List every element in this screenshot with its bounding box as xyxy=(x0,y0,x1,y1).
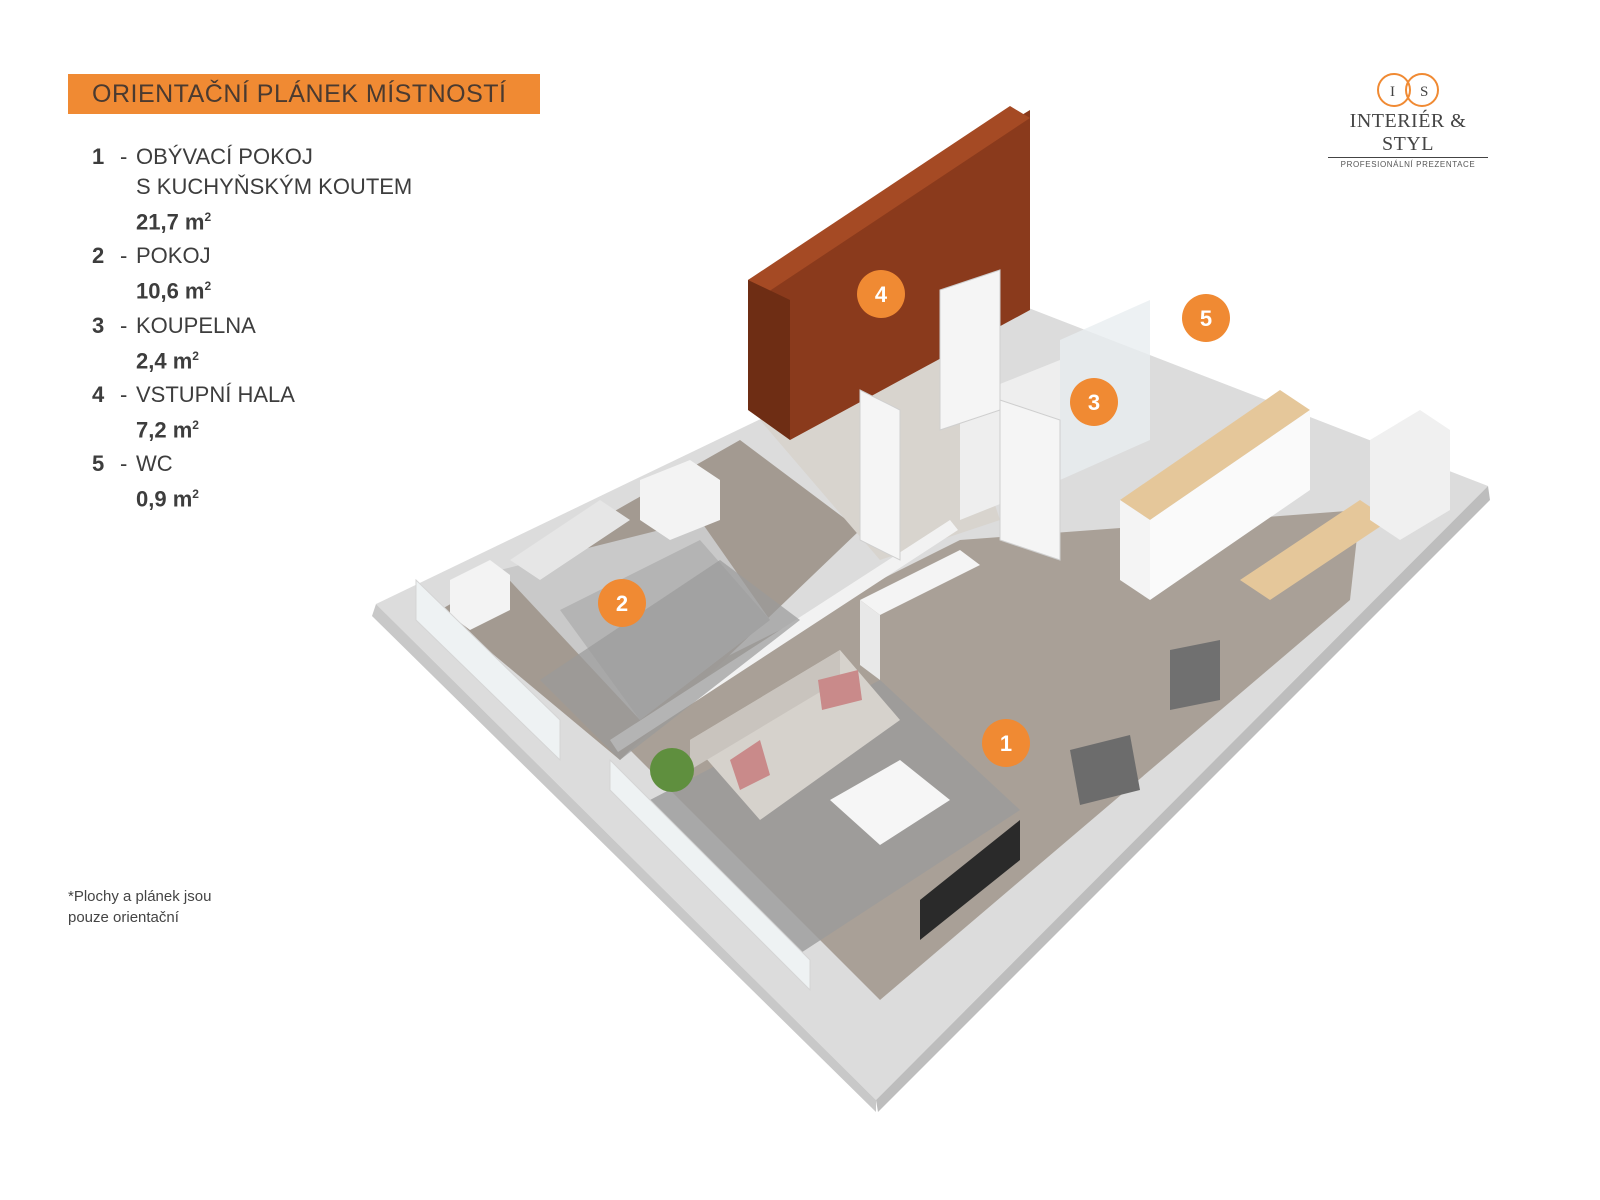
desk-leg xyxy=(860,600,880,680)
tv xyxy=(920,820,1020,940)
legend-number: 5 xyxy=(92,451,105,477)
plant xyxy=(650,748,694,792)
window-bottom xyxy=(609,758,811,992)
logo-name: INTERIÉR & STYL xyxy=(1328,110,1488,158)
cushion-pink-2 xyxy=(818,670,862,710)
dining-chair-2 xyxy=(1070,735,1140,805)
legend-room-name: POKOJ xyxy=(136,243,211,269)
legend-item-5: 5-WC 0,9 m2 xyxy=(92,449,452,514)
window-left xyxy=(415,578,561,762)
plan-outer-wall-side xyxy=(372,604,876,1112)
legend-room-area: 0,9 m2 xyxy=(136,486,199,512)
door-hall xyxy=(859,389,901,561)
wardrobe-side xyxy=(748,280,790,440)
rug-bedroom xyxy=(540,560,800,760)
legend-item-1: 1-OBÝVACÍ POKOJ S KUCHYŇSKÝM KOUTEM 21,7… xyxy=(92,142,452,237)
legend-room-area: 7,2 m2 xyxy=(136,417,199,443)
coffee-table xyxy=(830,760,950,845)
badge-4-text: 4 xyxy=(875,282,888,307)
cushion-pink xyxy=(730,740,770,790)
brand-logo: I S INTERIÉR & STYL PROFESIONÁLNÍ PREZEN… xyxy=(1318,70,1498,169)
logo-letter-i: I xyxy=(1390,84,1395,100)
badge-1: 1 xyxy=(982,719,1030,767)
legend-number: 4 xyxy=(92,381,105,407)
legend-room-name: VSTUPNÍ HALA xyxy=(136,381,295,407)
logo-rings-icon: I S xyxy=(1377,73,1439,107)
legend-number: 3 xyxy=(92,312,105,338)
wardrobe-top xyxy=(748,106,1030,292)
door-bath xyxy=(999,399,1061,561)
legend-item-3: 3-KOUPELNA 2,4 m2 xyxy=(92,311,452,376)
kitchen-cabinets-front xyxy=(1150,410,1310,600)
legend-room-area: 2,4 m2 xyxy=(136,347,199,373)
legend-room-area: 21,7 m2 xyxy=(136,209,212,235)
badge-3: 3 xyxy=(1070,378,1118,426)
badge-5: 5 xyxy=(1182,294,1230,342)
door-wc xyxy=(939,269,1001,431)
logo-monogram: I S xyxy=(1318,70,1498,110)
legend-number: 2 xyxy=(92,243,105,269)
bed-pillows xyxy=(510,500,630,580)
kitchen-cabinets xyxy=(1120,500,1150,600)
kitchen-counter xyxy=(1120,390,1310,520)
legend-item-4: 4-VSTUPNÍ HALA 7,2 m2 xyxy=(92,380,452,445)
legend-number: 1 xyxy=(92,144,105,169)
sofa-back xyxy=(690,650,840,770)
legend-room-area: 10,6 m2 xyxy=(136,278,212,304)
logo-letter-s: S xyxy=(1420,84,1428,100)
plan-outer-wall-side-right xyxy=(876,486,1490,1112)
desk xyxy=(860,550,980,615)
nightstand-right xyxy=(640,460,720,540)
nightstand-left xyxy=(450,560,510,630)
badge-5-text: 5 xyxy=(1200,306,1212,331)
badge-3-text: 3 xyxy=(1088,390,1100,415)
badge-2: 2 xyxy=(598,579,646,627)
footnote-line-1: *Plochy a plánek jsou xyxy=(68,888,212,905)
footnote-line-2: pouze orientační xyxy=(68,909,179,926)
dining-chair-1 xyxy=(1170,640,1220,710)
page-title-text: ORIENTAČNÍ PLÁNEK MÍSTNOSTÍ xyxy=(92,79,507,108)
legend-room-name: OBÝVACÍ POKOJ xyxy=(136,144,313,169)
badge-2-text: 2 xyxy=(616,591,628,616)
page-title: ORIENTAČNÍ PLÁNEK MÍSTNOSTÍ xyxy=(68,74,540,114)
badge-1-text: 1 xyxy=(1000,731,1012,756)
fridge xyxy=(1370,410,1450,540)
legend-item-2: 2-POKOJ 10,6 m2 xyxy=(92,241,452,306)
room-legend: 1-OBÝVACÍ POKOJ S KUCHYŇSKÝM KOUTEM 21,7… xyxy=(92,142,452,519)
side-counter xyxy=(1240,500,1390,600)
legend-room-name: WC xyxy=(136,451,173,477)
footnote: *Plochy a plánek jsou pouze orientační xyxy=(68,886,268,928)
rug-living xyxy=(650,680,1020,960)
logo-tagline: PROFESIONÁLNÍ PREZENTACE xyxy=(1340,160,1476,169)
badge-4: 4 xyxy=(857,270,905,318)
legend-room-subname: S KUCHYŇSKÝM KOUTEM xyxy=(136,174,413,199)
legend-room-name: KOUPELNA xyxy=(136,312,256,338)
